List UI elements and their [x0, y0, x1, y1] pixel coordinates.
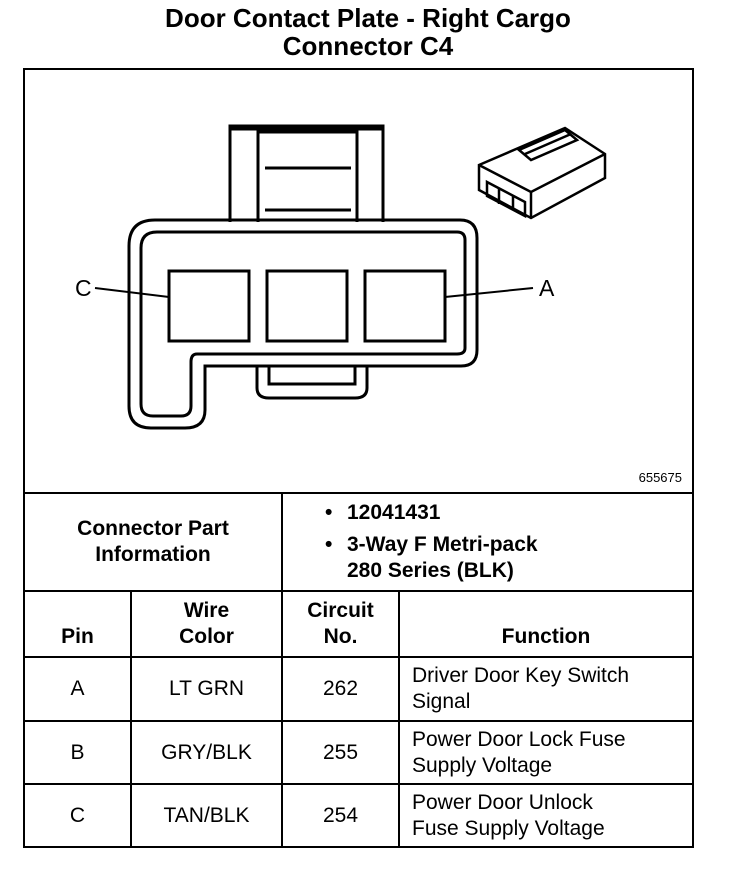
connector-info-label-line-2: Information — [95, 543, 211, 566]
divider-row-b-row-c — [25, 783, 692, 785]
pin-cavities — [167, 269, 447, 343]
pin-label-c: C — [75, 275, 92, 301]
header-circuit-line-2: No. — [323, 625, 358, 648]
connector-type-line-1: 3-Way F Metri-pack — [347, 533, 538, 556]
figure-number: 655675 — [638, 470, 682, 485]
header-pin-text: Pin — [61, 625, 94, 648]
function-line-1: Power Door Lock Fuse — [412, 727, 626, 751]
leader-line-a — [444, 287, 534, 298]
header-function: Function — [400, 592, 692, 656]
connector-body — [127, 218, 479, 430]
bullet-icon: • — [325, 501, 333, 524]
connector-frame: C A 655675 Connector Part Informa — [23, 68, 694, 848]
table-row-c-pin: C — [69, 803, 86, 827]
title-line-1: Door Contact Plate - Right Cargo — [165, 3, 571, 33]
table-row-a-circuit: 262 — [322, 677, 359, 700]
table-row-c-wire-color: TAN/BLK — [163, 803, 250, 827]
table-row-c-function: Power Door Unlock Fuse Supply Voltage — [400, 785, 692, 846]
connector-info-label: Connector Part Information — [25, 494, 281, 590]
table-row-a-wire-color: LT GRN — [168, 677, 245, 700]
divider-header-row-a — [25, 656, 692, 658]
connector-info-label-line-1: Connector Part — [77, 517, 229, 540]
leader-line-c — [94, 287, 170, 298]
title-line-2: Connector C4 — [282, 31, 454, 61]
header-wire-color-line-2: Color — [179, 625, 234, 648]
connector-latch — [228, 124, 385, 222]
header-pin: Pin — [25, 592, 130, 656]
function-line-2: Signal — [412, 690, 471, 713]
pin-label-a: A — [539, 275, 555, 301]
header-wire-color-line-1: Wire — [183, 599, 230, 622]
divider-col-2 — [281, 494, 283, 846]
divider-col-3 — [398, 592, 400, 846]
function-line-1: Power Door Unlock — [412, 790, 593, 814]
page-title: Door Contact Plate - Right Cargo Connect… — [0, 4, 736, 60]
table-row-b-circuit: 255 — [322, 740, 359, 764]
divider-row-a-row-b — [25, 720, 692, 722]
function-line-2: Fuse Supply Voltage — [412, 816, 605, 840]
table-row-b-function: Power Door Lock Fuse Supply Voltage — [400, 722, 692, 783]
header-function-text: Function — [501, 625, 591, 648]
table-row-b-wire-color: GRY/BLK — [161, 740, 252, 764]
table-row-a-function: Driver Door Key Switch Signal — [400, 658, 692, 720]
part-number: 12041431 — [347, 501, 441, 524]
table-row-c-circuit: 254 — [322, 803, 359, 827]
connector-type-line-2: 280 Series (BLK) — [347, 559, 514, 582]
divider-col-1 — [130, 592, 132, 846]
header-wire-color: Wire Color — [132, 592, 281, 656]
function-line-1: Driver Door Key Switch — [412, 664, 630, 687]
divider-info-table — [25, 590, 692, 592]
cavity-b — [265, 269, 349, 343]
function-line-2: Supply Voltage — [412, 753, 553, 777]
connector-info-item: • 3-Way F Metri-pack 280 Series (BLK) — [325, 532, 685, 584]
connector-info-items: • 12041431 • 3-Way F Metri-pack 280 Seri… — [325, 494, 685, 590]
table-row-a-pin: A — [70, 677, 85, 700]
bullet-icon: • — [325, 533, 333, 556]
connector-isometric-view — [477, 126, 607, 220]
header-circuit-no: Circuit No. — [283, 592, 398, 656]
connector-drawing: C A — [75, 124, 607, 430]
table-row-b-pin: B — [70, 740, 85, 764]
header-circuit-line-1: Circuit — [307, 599, 374, 622]
connector-info-item: • 12041431 — [325, 500, 685, 526]
connector-diagram: C A 655675 — [25, 70, 692, 494]
cavity-a — [363, 269, 447, 343]
cavity-c — [167, 269, 251, 343]
divider-diagram-info — [25, 492, 692, 494]
